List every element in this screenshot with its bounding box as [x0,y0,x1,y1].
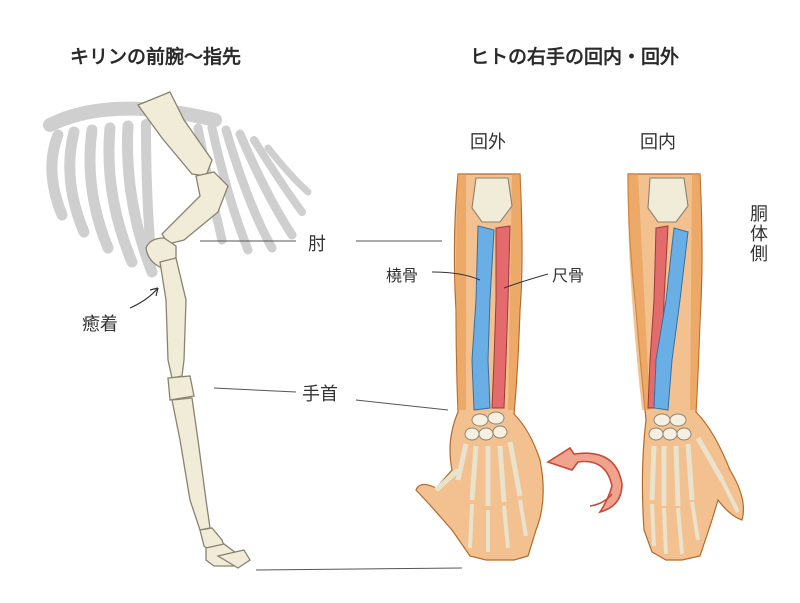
guide-lines [200,240,463,571]
wrist-label: 手首 [302,384,338,405]
rotation-arrow [546,446,623,514]
arm-pronation [627,173,745,561]
arm-supination [415,173,549,561]
fused-pointer [129,287,159,309]
giraffe-foreleg [136,91,251,569]
left-title: キリンの前腕〜指先 [70,46,242,68]
elbow-label: 肘 [308,234,326,255]
radius-label: 橈骨 [386,266,419,285]
pronation-label: 回内 [640,132,676,153]
right-title: ヒトの右手の回内・回外 [470,46,680,68]
supination-label: 回外 [470,132,506,153]
trunk-side-label: 胴体側 [747,204,768,264]
ulna-label: 尺骨 [552,266,585,285]
fused-label: 癒着 [82,314,118,335]
giraffe-ribcage [43,101,312,278]
